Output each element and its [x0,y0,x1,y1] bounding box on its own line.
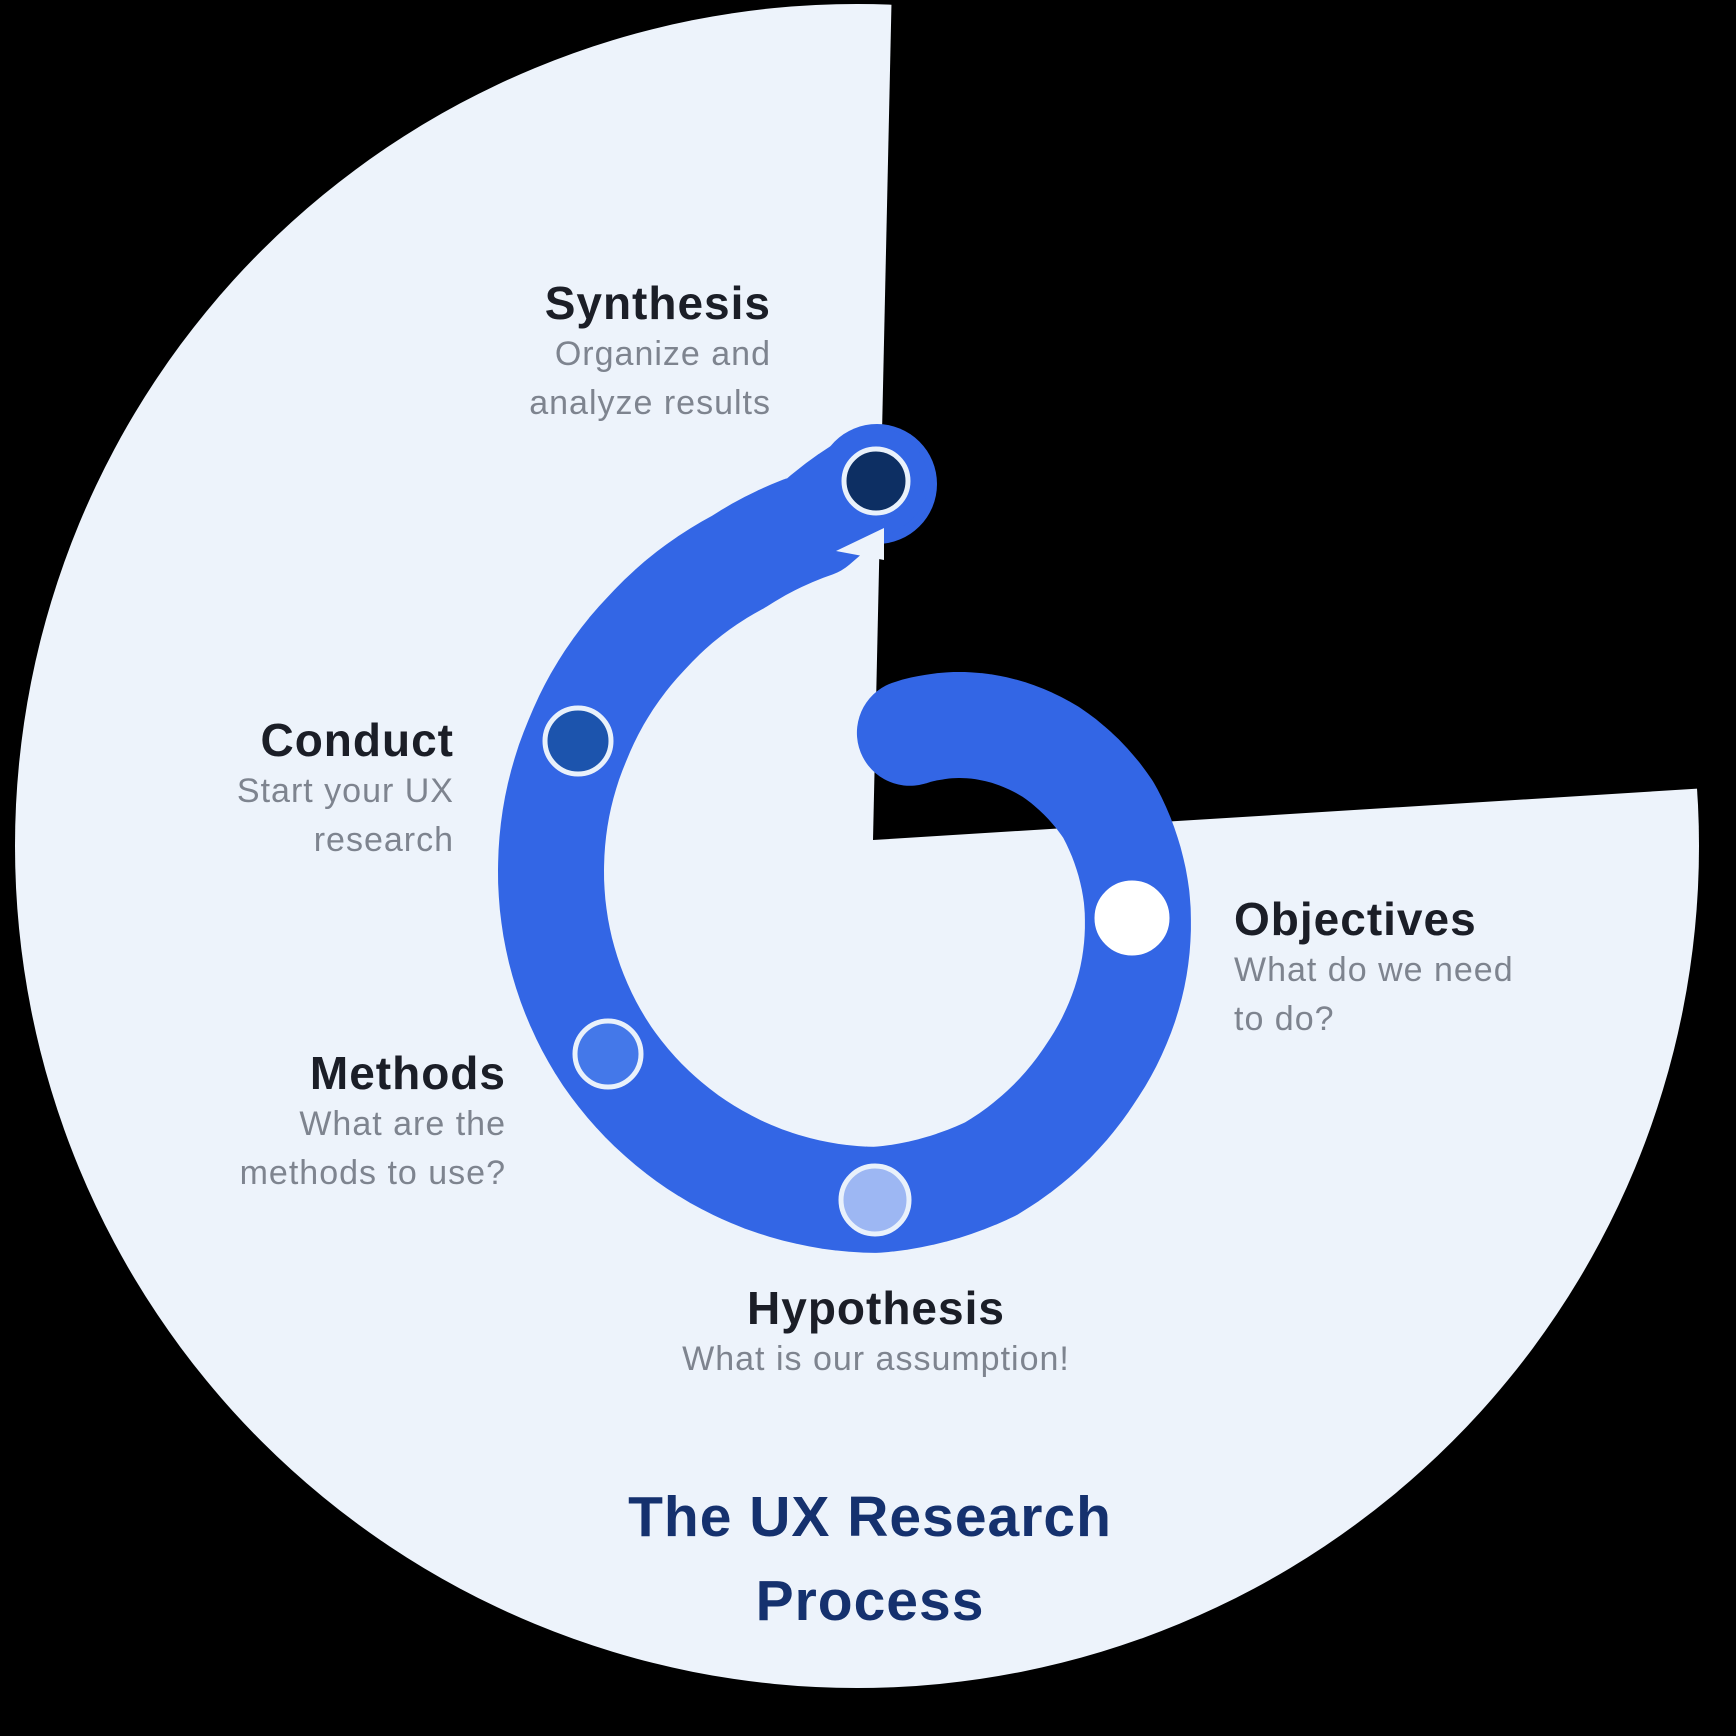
page-title-line1: The UX Research [628,1485,1112,1549]
stage-conduct-desc-line1: Start your UX [236,772,454,810]
stage-hypothesis-desc-line1: What is our assumption! [682,1340,1070,1378]
stage-methods-desc-line2: methods to use? [239,1154,506,1192]
stage-hypothesis-title: Hypothesis [747,1282,1005,1334]
conduct-dot [542,705,614,777]
stage-hypothesis: Hypothesis What is our assumption! [576,1281,1176,1384]
stage-synthesis-desc-line1: Organize and [554,335,771,373]
methods-dot [572,1018,644,1090]
stage-objectives-title: Objectives [1234,893,1477,945]
page-title: The UX Research Process [470,1475,1270,1643]
stage-objectives-desc-line1: What do we need [1234,951,1514,989]
cap-notch [836,528,884,560]
stage-conduct-title: Conduct [260,714,454,766]
objectives-dot [1094,880,1170,956]
synthesis-dot [841,446,911,516]
stage-methods-title: Methods [309,1047,506,1099]
stage-methods-desc-line1: What are the [299,1105,506,1143]
cutout-wedge [873,0,1736,840]
stage-conduct-desc-line2: research [313,821,454,859]
hypothesis-dot [838,1163,912,1237]
stage-objectives: Objectives What do we need to do? [1234,892,1514,1044]
stage-conduct: Conduct Start your UX research [237,713,454,865]
stage-methods: Methods What are the methods to use? [240,1046,506,1198]
page-title-line2: Process [755,1569,985,1633]
stage-synthesis: Synthesis Organize and analyze results [529,276,771,428]
stage-objectives-desc-line2: to do? [1234,1000,1335,1038]
stage-synthesis-desc-line2: analyze results [529,384,771,422]
stage-synthesis-title: Synthesis [544,277,771,329]
